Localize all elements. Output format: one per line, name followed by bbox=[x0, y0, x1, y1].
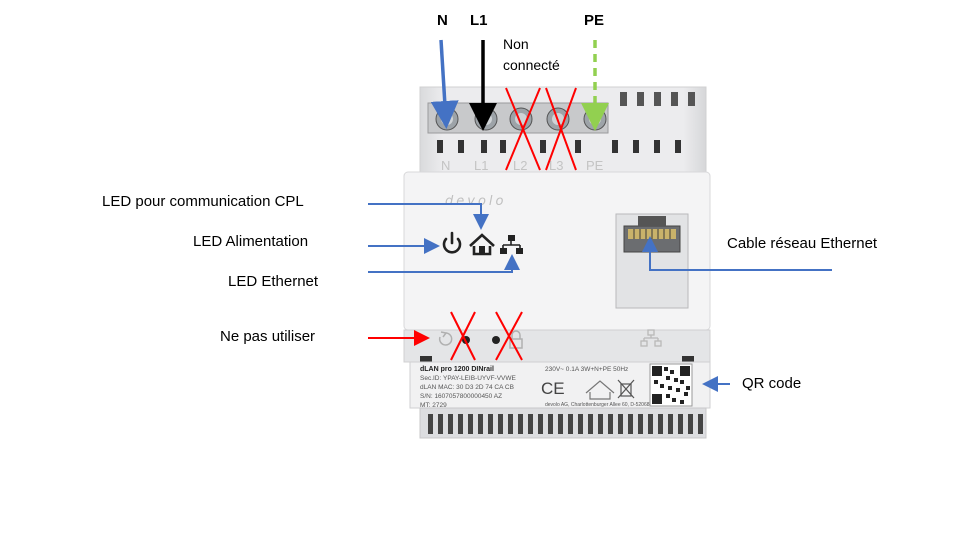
terminal-label-l2: L2 bbox=[513, 158, 527, 173]
house-icon bbox=[585, 380, 615, 400]
front-panel: devolo bbox=[403, 171, 711, 331]
terminal-label-n: N bbox=[441, 158, 450, 173]
serial-number: S/N: 1607057800000450 AZ bbox=[420, 393, 502, 400]
not-connected-label: Non connecté bbox=[503, 36, 560, 73]
network-icon bbox=[500, 235, 523, 254]
terminal-label-l3: L3 bbox=[549, 158, 563, 173]
terminal-label-l1: L1 bbox=[474, 158, 488, 173]
label-led-ethernet: LED Ethernet bbox=[228, 273, 319, 290]
home-icon bbox=[469, 233, 495, 256]
cross-l3 bbox=[545, 87, 577, 171]
cross-pairing-button bbox=[495, 311, 523, 361]
wire-label-l1: L1 bbox=[470, 12, 488, 29]
label-qr-code: QR code bbox=[742, 375, 802, 392]
wire-n bbox=[430, 39, 459, 129]
mac-address: dLAN MAC: 30 D3 2D 74 CA CB bbox=[420, 384, 514, 391]
terminal-label-pe: PE bbox=[586, 158, 604, 173]
label-do-not-use: Ne pas utiliser bbox=[220, 328, 316, 345]
lower-label-block: dLAN pro 1200 DINrail Sec.ID: YPAY-LEIB-… bbox=[409, 361, 711, 409]
power-icon bbox=[442, 231, 462, 254]
product-name: dLAN pro 1200 DINrail bbox=[420, 366, 494, 373]
label-led-power: LED Alimentation bbox=[193, 233, 309, 250]
pairing-button[interactable] bbox=[492, 336, 500, 344]
cross-reset-button bbox=[450, 311, 476, 361]
wire-label-pe: PE bbox=[584, 12, 605, 29]
ethernet-port-icon bbox=[640, 329, 662, 347]
recycle-bin-icon bbox=[617, 379, 635, 399]
label-ethernet-cable: Cable réseau Ethernet bbox=[727, 235, 878, 252]
wire-label-n: N bbox=[437, 12, 448, 29]
sec-id: Sec.ID: YPAY-LEIB-UYVF-VVWE bbox=[420, 375, 517, 382]
lower-band bbox=[403, 329, 711, 363]
label-led-cpl: LED pour communication CPL bbox=[102, 193, 304, 210]
arrow-led-ethernet bbox=[368, 254, 520, 273]
model-type: MT: 2729 bbox=[420, 402, 447, 409]
bottom-vents bbox=[419, 407, 707, 439]
ce-mark: CE bbox=[541, 379, 565, 398]
arrow-led-cpl bbox=[368, 203, 489, 230]
qr-code-icon bbox=[649, 363, 693, 407]
power-rating: 230V~ 0.1A 3W+N+PE 50Hz bbox=[545, 366, 628, 373]
ethernet-port bbox=[615, 213, 689, 309]
cross-l2 bbox=[505, 87, 541, 171]
reset-icon bbox=[438, 331, 453, 346]
arrow-ethernet-cable bbox=[642, 236, 832, 271]
manufacturer-address: devolo AG, Charlottenburger Allee 60, D-… bbox=[545, 402, 668, 408]
brand-logo: devolo bbox=[445, 194, 506, 209]
